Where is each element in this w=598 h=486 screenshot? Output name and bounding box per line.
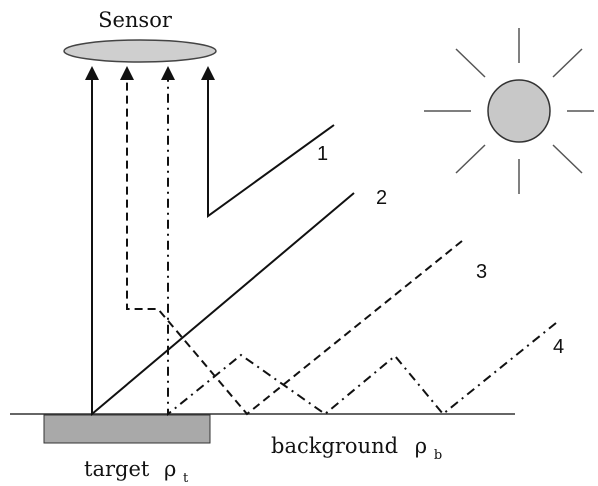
path-4-label: 4 [553,336,564,358]
path-1-label: 1 [317,143,328,165]
path-1-ray [201,66,335,218]
sun-icon [424,28,594,194]
path-3-label: 3 [476,261,487,283]
sensor-ellipse [63,39,217,63]
target-subscript: t [183,471,189,486]
target-patch [43,414,211,444]
background-subscript: b [434,448,442,463]
path-2-label: 2 [376,187,387,209]
sensor-label: Sensor [98,8,173,32]
background-word: background [271,434,398,458]
target-rho: ρ [164,457,176,481]
background-rho: ρ [415,434,427,458]
path-4-ray [161,66,557,417]
path-2-ray [85,66,355,417]
target-word: target [84,457,150,481]
path-3-ray [120,66,463,416]
target-label: target ρ t [84,457,189,486]
background-label: background ρ b [271,434,442,463]
